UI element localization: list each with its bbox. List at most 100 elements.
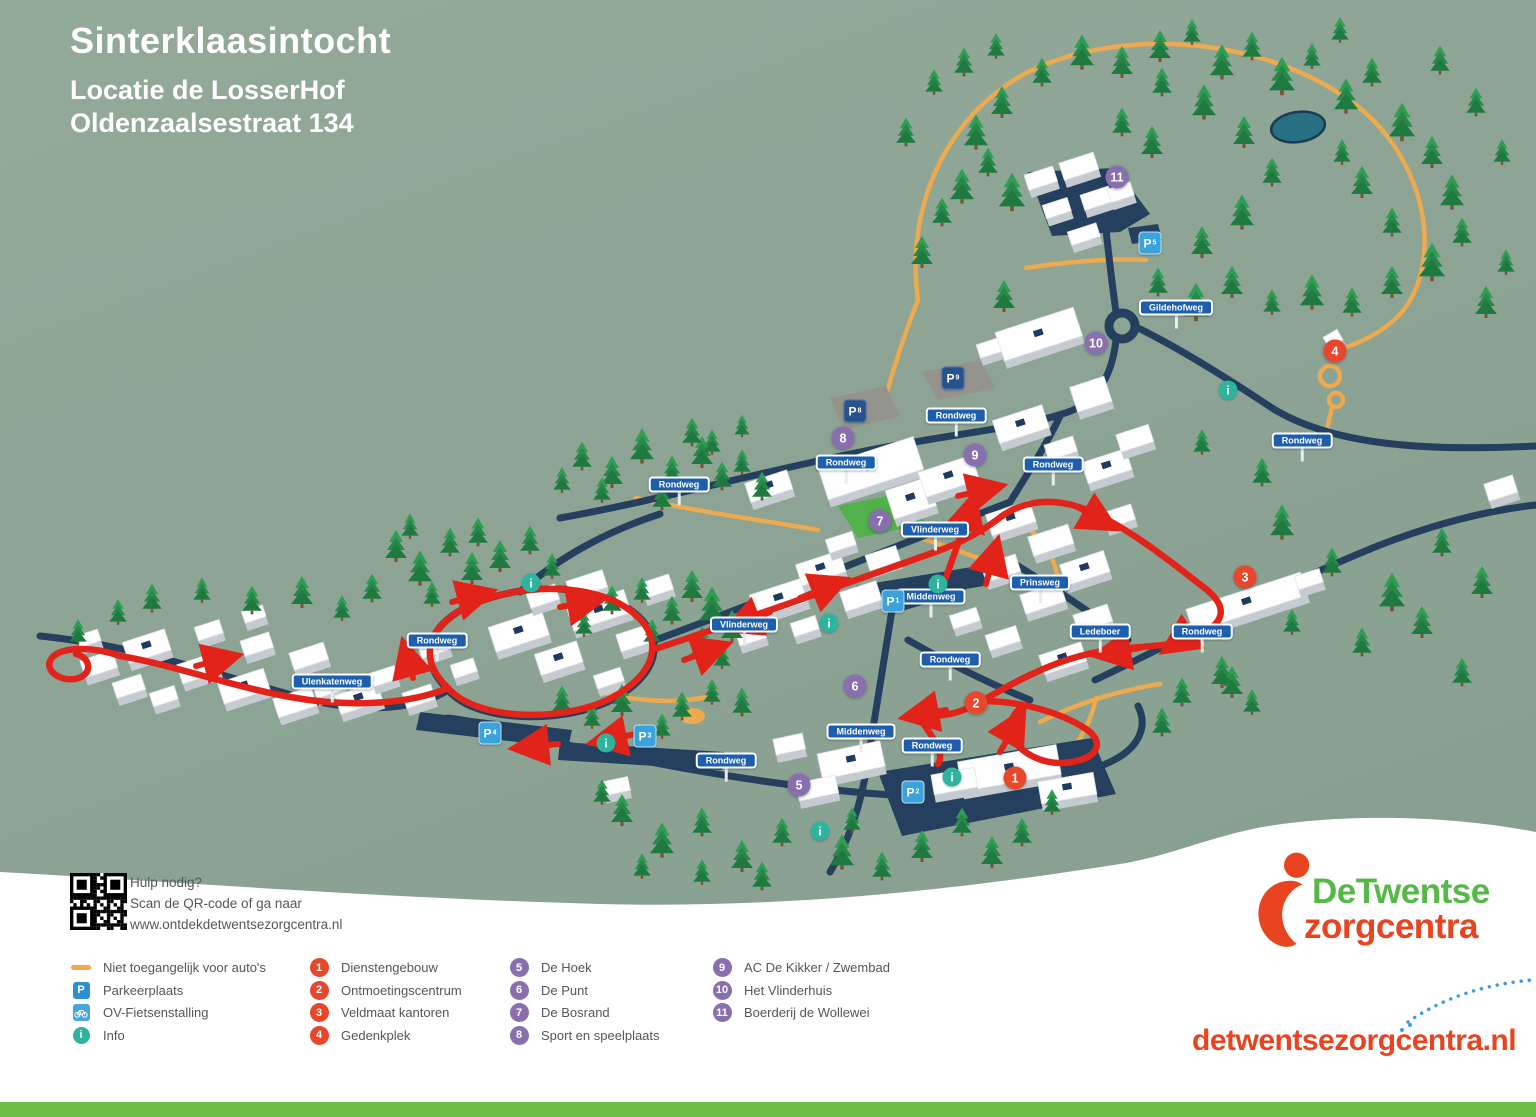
legend-number-6: 6 [509,980,529,1000]
legend-item-2: 2 Ontmoetingscentrum [308,980,508,1000]
road-sign-label: Rondweg [1171,623,1233,640]
road-sign-post [330,689,334,703]
road-sign-rondweg: Rondweg [1022,455,1084,486]
legend-label: Het Vlinderhuis [744,982,833,998]
road-sign-rondweg: Rondweg [1171,622,1233,653]
road-sign-post [1038,590,1042,604]
road-sign-rondweg: Rondweg [925,406,987,437]
road-sign-rondweg: Rondweg [815,453,877,484]
road-sign-post [859,739,863,753]
legend-item-5: 5 De Hoek [508,958,711,978]
legend-label: Dienstengebouw [341,960,438,976]
legend-number-2: 2 [309,980,329,1000]
legend-label: De Punt [541,982,588,998]
legend-label: Boerderij de Wollewei [744,1005,870,1021]
info-marker: i [928,574,948,594]
location-line-1: Locatie de LosserHof [70,75,345,105]
road-sign-label: Rondweg [1022,456,1084,473]
road-sign-post [1300,448,1304,462]
logo-line-1: DeTwentse [1312,872,1490,911]
map-marker-9: 9 [963,443,987,467]
road-sign-label: Rondweg [919,651,981,668]
footer-bar [0,1102,1536,1117]
legend-item-6: 6 De Punt [508,980,711,1000]
help-url: www.ontdekdetwentsezorgcentra.nl [130,917,343,932]
road-sign-gildehofweg: Gildehofweg [1139,298,1213,329]
road-sign-post [435,648,439,662]
route-dash-icon [71,965,91,971]
road-sign-label: Vlinderweg [709,616,779,633]
road-sign-prinsweg: Prinsweg [1009,573,1071,604]
legend-label: Ontmoetingscentrum [341,982,462,998]
road-sign-rondweg: Rondweg [901,736,963,767]
road-sign-label: Ulenkatenweg [291,673,373,690]
info-marker: i [1218,380,1238,400]
road-sign-vlinderweg: Vlinderweg [900,520,970,551]
road-sign-post [930,753,934,767]
map-marker-3: 3 [1233,565,1257,589]
road-sign-post [933,537,937,551]
info-icon: i [72,1026,90,1044]
legend-number-4: 4 [309,1025,329,1045]
location-line-2: Oldenzaalsestraat 134 [70,108,354,138]
road-sign-label: Rondweg [815,454,877,471]
road-sign-ledeboer: Ledeboer [1069,622,1131,653]
legend-label: Info [103,1027,125,1043]
website-url: detwentsezorgcentra.nl [1192,1024,1517,1057]
parking-icon: P [72,981,90,999]
road-sign-rondweg: Rondweg [919,650,981,681]
road-sign-rondweg: Rondweg [1271,431,1333,462]
logo-line-2: zorgcentra [1304,907,1478,946]
dotted-arc-decoration [1400,978,1534,1032]
road-sign-label: Rondweg [648,476,710,493]
road-sign-label: Ledeboer [1069,623,1131,640]
info-marker: i [942,767,962,787]
footer-band [0,817,1536,1117]
road-sign-label: Rondweg [925,407,987,424]
map-marker-2: 2 [964,691,988,715]
road-sign-label: Prinsweg [1009,574,1071,591]
help-block: Hulp nodig? Scan de QR-code of ga naar w… [130,872,342,935]
road-sign-rondweg: Rondweg [648,475,710,506]
map-marker-6: 6 [843,674,867,698]
legend-label: OV-Fietsenstalling [103,1005,209,1021]
legend-label: Niet toegangelijk voor auto's [103,960,266,976]
title-block: Sinterklaasintocht Locatie de LosserHof … [70,20,391,140]
road-sign-ulenkatenweg: Ulenkatenweg [291,672,373,703]
legend-label: De Hoek [541,960,592,976]
help-line-1: Hulp nodig? [130,875,203,890]
info-marker: i [819,613,839,633]
road-sign-post [1098,639,1102,653]
road-sign-post [1174,315,1178,329]
info-marker: i [521,573,541,593]
legend-number-10: 10 [712,980,732,1000]
road-sign-label: Rondweg [695,752,757,769]
legend-number-9: 9 [712,958,732,978]
road-sign-rondweg: Rondweg [695,751,757,782]
road-sign-post [1200,639,1204,653]
legend-number-3: 3 [309,1003,329,1023]
road-sign-label: Gildehofweg [1139,299,1213,316]
pond [1269,110,1327,144]
map-marker-4: 4 [1323,339,1347,363]
road-sign-post [1051,472,1055,486]
road-sign-post [929,604,933,618]
map-marker-5: 5 [787,773,811,797]
qr-code [70,873,127,930]
legend-number-5: 5 [509,958,529,978]
